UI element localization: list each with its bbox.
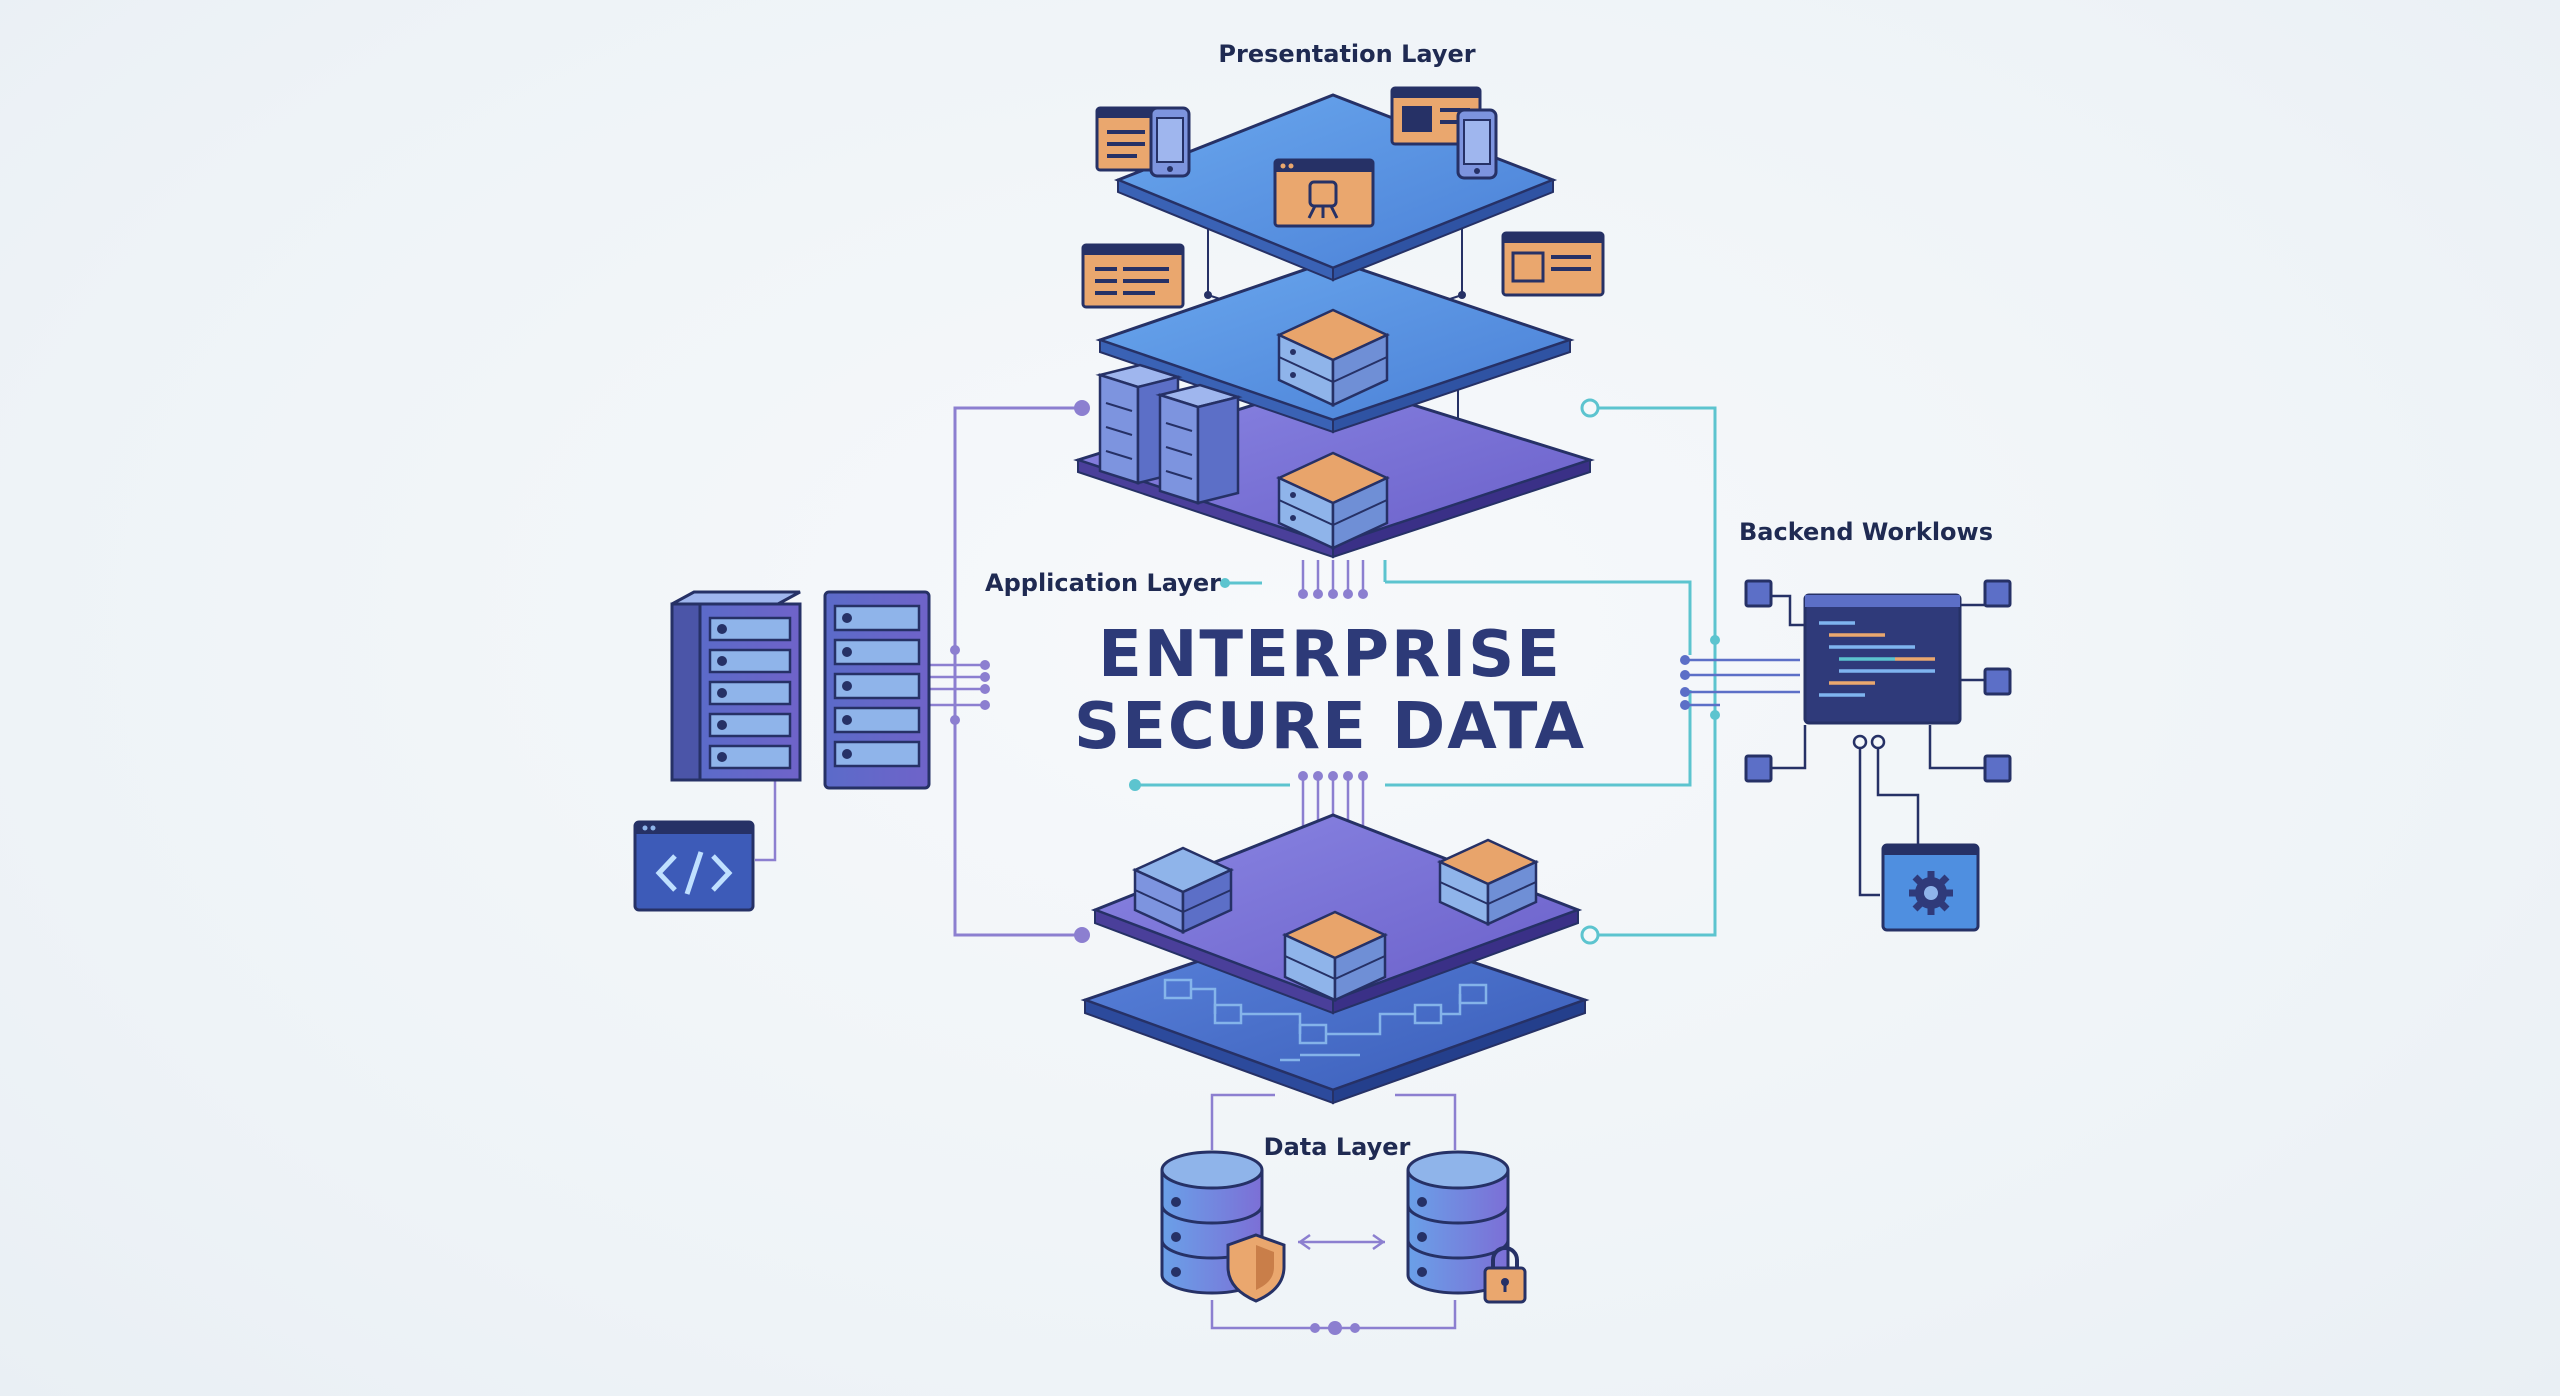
connector-lines — [755, 225, 1800, 1335]
server-rack-icon — [1155, 383, 1243, 505]
server-rack-icon — [670, 590, 802, 782]
connector-node — [1580, 925, 1600, 945]
mobile-phone-icon — [1456, 108, 1498, 180]
title-line-2: SECURE DATA — [1074, 690, 1586, 764]
server-box-icon — [1276, 308, 1390, 407]
left-connector-line — [953, 406, 1082, 937]
storage-layer-plate — [1090, 813, 1583, 1015]
code-window-icon — [633, 820, 755, 912]
presentation-layer-label: Presentation Layer — [1218, 40, 1475, 68]
browser-window-icon — [1501, 231, 1605, 297]
connector-node — [1074, 927, 1090, 943]
server-box-icon — [1276, 451, 1390, 550]
connector-node — [1580, 398, 1600, 418]
gear-window-icon — [1881, 843, 1980, 932]
data-layer-label: Data Layer — [1264, 1133, 1411, 1161]
right-connector-line — [1590, 406, 1717, 937]
server-rack-icon — [823, 590, 931, 790]
connector-node — [1074, 400, 1090, 416]
application-layer-label: Application Layer — [985, 569, 1221, 597]
server-box-icon — [1436, 838, 1540, 926]
dashboard-window-icon — [1273, 158, 1375, 228]
node-square-icon — [1744, 579, 2012, 783]
backend-nodes — [1770, 594, 1987, 897]
mobile-phone-icon — [1149, 106, 1191, 178]
browser-window-icon — [1081, 243, 1185, 309]
title-line-1: ENTERPRISE — [1098, 618, 1562, 692]
code-editor-icon — [1803, 593, 1962, 725]
shield-icon — [1226, 1233, 1286, 1303]
padlock-icon — [1483, 1246, 1527, 1304]
server-box-icon — [1131, 846, 1235, 934]
backend-workflows-label: Backend Worklows — [1739, 518, 1993, 546]
database-icon — [1406, 1150, 1510, 1295]
server-box-icon — [1282, 910, 1388, 1002]
